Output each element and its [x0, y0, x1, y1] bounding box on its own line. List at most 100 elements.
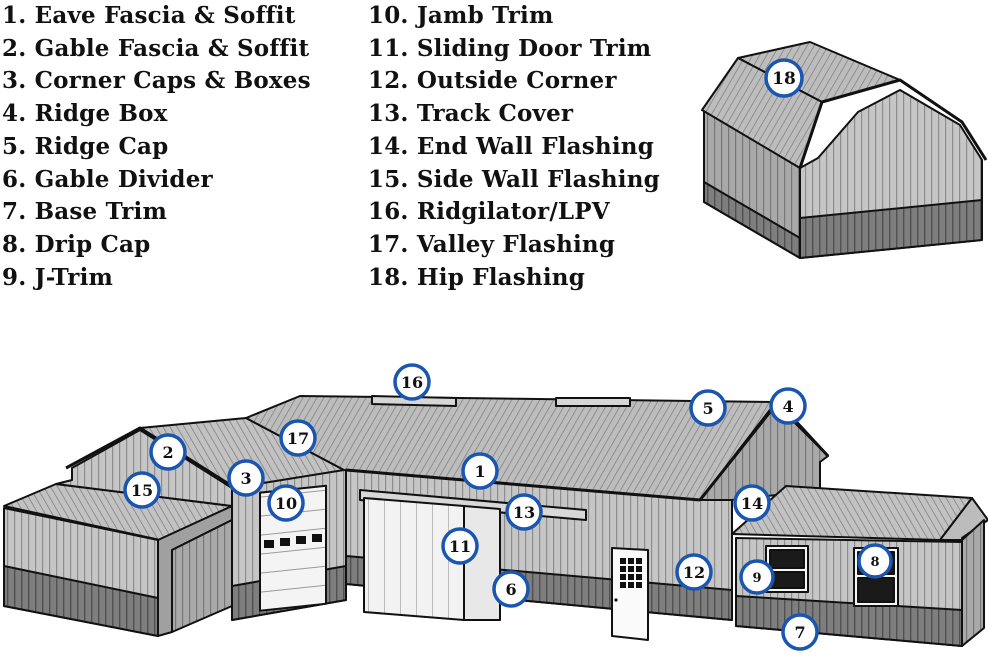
callout-number: 6 [505, 580, 516, 599]
legend-item: 12. Outside Corner [368, 65, 660, 98]
callout-number: 7 [794, 623, 805, 642]
callout-badge: 2 [149, 433, 187, 471]
legend-number: 2. [2, 34, 27, 62]
callout-number: 10 [275, 494, 297, 513]
legend-item: 13. Track Cover [368, 98, 660, 131]
callout-badge: 16 [393, 363, 431, 401]
callout-badge: 8 [857, 543, 893, 579]
callout-badges: 18 16 5 4 2 17 3 15 [123, 58, 893, 651]
left-wing-gable-trim [65, 426, 233, 488]
callout-badge: 15 [123, 471, 161, 509]
legend-item: 16. Ridgilator/LPV [368, 196, 660, 229]
legend-item: 9. J-Trim [2, 262, 311, 295]
legend-label: Corner Caps & Boxes [34, 67, 311, 95]
legend-label: Track Cover [416, 100, 574, 128]
callout-badge: 1 [461, 452, 499, 490]
legend-number: 8. [2, 230, 27, 258]
sliding-door-opening [463, 505, 501, 621]
legend-label: Gable Fascia & Soffit [34, 34, 310, 62]
callout-badge: 3 [227, 459, 265, 497]
legend-number: 15. [368, 165, 409, 193]
legend-number: 14. [368, 132, 409, 160]
barn-gable-trim [798, 78, 988, 169]
legend-number: 7. [2, 198, 27, 226]
legend-label: Drip Cap [34, 230, 151, 258]
legend-label: Hip Flashing [416, 263, 585, 291]
callout-number: 5 [702, 399, 713, 418]
legend-label: Jamb Trim [416, 2, 554, 29]
legend-label: Ridge Box [34, 100, 168, 128]
legend-number: 3. [2, 67, 27, 95]
callout-number: 12 [683, 563, 705, 582]
legend-number: 12. [368, 67, 409, 95]
legend-item: 11. Sliding Door Trim [368, 33, 660, 66]
callout-number: 3 [240, 469, 251, 488]
callout-badge: 13 [505, 493, 543, 531]
legend-label: Outside Corner [416, 67, 617, 95]
legend-item: 2. Gable Fascia & Soffit [2, 33, 311, 66]
legend-number: 5. [2, 132, 27, 160]
ridge-vent-right [555, 397, 631, 407]
callout-badge: 4 [769, 387, 807, 425]
callout-badge: 11 [441, 527, 479, 565]
legend-number: 11. [368, 34, 409, 62]
overhead-door-windows [264, 534, 322, 548]
callout-badge: 7 [781, 613, 819, 651]
legend-item: 18. Hip Flashing [368, 262, 660, 295]
legend-item: 5. Ridge Cap [2, 131, 311, 164]
ridge-vent-left [371, 395, 457, 407]
legend-item: 1. Eave Fascia & Soffit [2, 0, 311, 33]
legend-label: Eave Fascia & Soffit [34, 2, 296, 29]
callout-number: 8 [870, 555, 879, 570]
legend-item: 7. Base Trim [2, 196, 311, 229]
callout-badge: 14 [733, 484, 771, 522]
legend-label: J-Trim [34, 263, 114, 291]
callout-number: 2 [162, 443, 173, 462]
legend-label: Side Wall Flashing [416, 165, 660, 193]
legend-number: 6. [2, 165, 27, 193]
walk-door-window [620, 558, 642, 588]
window-left [765, 545, 809, 593]
callout-badge: 6 [492, 570, 530, 608]
legend-number: 10. [368, 2, 409, 29]
legend-number: 13. [368, 100, 409, 128]
callout-number: 4 [782, 397, 793, 416]
callout-number: 16 [401, 373, 423, 392]
legend-label: Gable Divider [34, 165, 213, 193]
legend-item: 17. Valley Flashing [368, 229, 660, 262]
legend-number: 16. [368, 198, 409, 226]
legend-number: 18. [368, 263, 409, 291]
legend-item: 8. Drip Cap [2, 229, 311, 262]
right-wing-side-wall [961, 519, 985, 647]
legend-item: 10. Jamb Trim [368, 0, 660, 33]
legend-right-column: 10. Jamb Trim 11. Sliding Door Trim 12. … [368, 0, 660, 294]
legend-label: Base Trim [34, 198, 168, 226]
callout-badge: 5 [689, 389, 727, 427]
callout-badge: 9 [739, 559, 775, 595]
legend-item: 4. Ridge Box [2, 98, 311, 131]
legend-number: 4. [2, 100, 27, 128]
callout-badge: 18 [764, 58, 804, 98]
callout-number: 14 [741, 494, 763, 513]
callout-number: 1 [474, 462, 485, 481]
legend-number: 9. [2, 263, 27, 291]
legend-left-column: 1. Eave Fascia & Soffit 2. Gable Fascia … [2, 0, 311, 294]
legend-item: 15. Side Wall Flashing [368, 164, 660, 197]
legend-label: End Wall Flashing [416, 132, 654, 160]
callout-number: 13 [513, 503, 535, 522]
main-building [3, 395, 988, 647]
legend-item: 6. Gable Divider [2, 164, 311, 197]
callout-number: 15 [131, 481, 153, 500]
gambrel-barn [701, 41, 988, 259]
legend-label: Ridgilator/LPV [416, 198, 610, 226]
callout-number: 17 [287, 429, 309, 448]
legend-item: 14. End Wall Flashing [368, 131, 660, 164]
callout-number: 9 [752, 571, 761, 586]
callout-number: 18 [772, 69, 796, 89]
legend-label: Valley Flashing [416, 230, 616, 258]
barn-gable-wainscot [799, 199, 983, 259]
callout-badge: 10 [267, 484, 305, 522]
legend-number: 1. [2, 2, 27, 29]
callout-badge: 17 [279, 419, 317, 457]
